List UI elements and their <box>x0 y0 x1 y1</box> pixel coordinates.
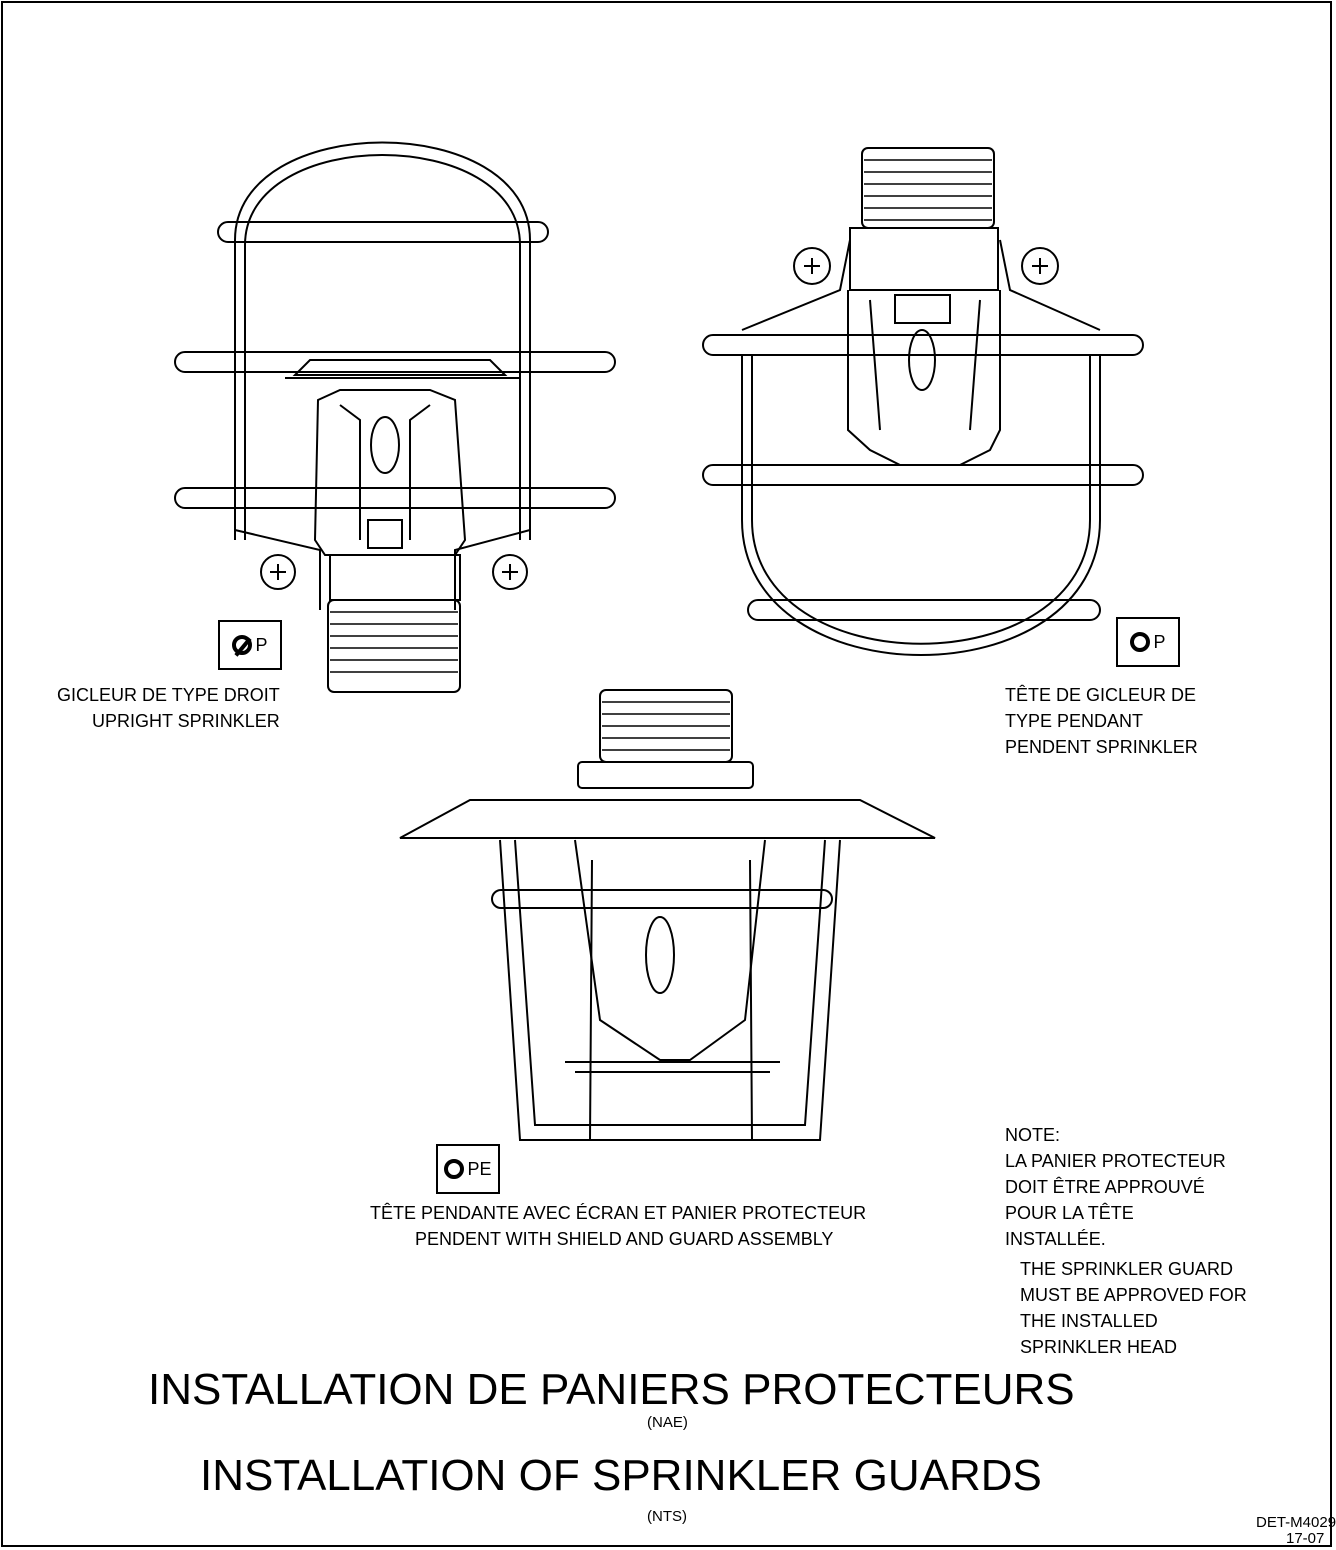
pendent-shield-symbol: PE <box>436 1144 500 1194</box>
circle-icon <box>1130 632 1151 652</box>
title-fr: INSTALLATION DE PANIERS PROTECTEURS <box>148 1365 1075 1414</box>
pendent-sprinkler-drawing <box>702 147 1144 656</box>
upright-label-en: UPRIGHT SPRINKLER <box>92 711 280 731</box>
upright-sprinkler-drawing <box>174 141 616 693</box>
pendent-shield-label-fr: TÊTE PENDANTE AVEC ÉCRAN ET PANIER PROTE… <box>370 1203 867 1223</box>
note-heading: NOTE: <box>1005 1125 1061 1145</box>
note-en-line: MUST BE APPROVED FOR <box>1020 1285 1247 1305</box>
pendent-label-fr-1: TÊTE DE GICLEUR DE <box>1005 685 1197 705</box>
upright-sprinkler-symbol: P <box>218 620 282 670</box>
title-en-scale: (NTS) <box>647 1508 687 1525</box>
symbol-letter: PE <box>467 1158 492 1179</box>
drawing-revision: 17-07 <box>1286 1530 1325 1547</box>
symbol-letter: P <box>1153 631 1166 652</box>
drawing-number: DET-M4029 <box>1256 1514 1336 1531</box>
pendent-shield-drawing <box>399 689 936 1141</box>
note-en-line: THE INSTALLED <box>1020 1311 1158 1331</box>
symbol-letter: P <box>255 634 268 655</box>
note-fr-line: INSTALLÉE. <box>1005 1229 1106 1249</box>
pendent-label-fr-2: TYPE PENDANT <box>1005 711 1144 731</box>
note-en-line: SPRINKLER HEAD <box>1020 1337 1178 1357</box>
title-en: INSTALLATION OF SPRINKLER GUARDS <box>200 1451 1042 1500</box>
slashed-circle-icon <box>232 635 253 655</box>
note-en-line: THE SPRINKLER GUARD <box>1020 1259 1234 1279</box>
title-fr-scale: (NAE) <box>647 1414 688 1431</box>
upright-label-fr: GICLEUR DE TYPE DROIT <box>57 685 280 705</box>
note-fr-line: DOIT ÊTRE APPROUVÉ <box>1005 1177 1205 1197</box>
note-fr-line: LA PANIER PROTECTEUR <box>1005 1151 1226 1171</box>
circle-icon <box>444 1159 465 1179</box>
pendent-shield-label-en: PENDENT WITH SHIELD AND GUARD ASSEMBLY <box>415 1229 834 1249</box>
note-fr-line: POUR LA TÊTE <box>1005 1203 1134 1223</box>
pendent-label-en: PENDENT SPRINKLER <box>1005 737 1198 757</box>
pendent-sprinkler-symbol: P <box>1116 617 1180 667</box>
